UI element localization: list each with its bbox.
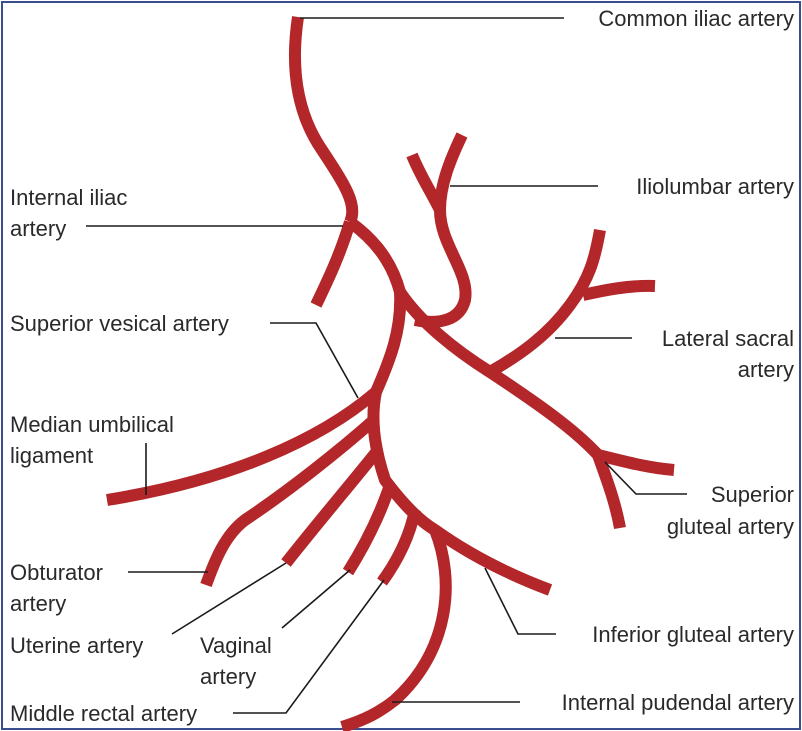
- lateral-sacral-branch-vessel: [583, 286, 655, 295]
- iliolumbar-branch-vessel: [412, 155, 440, 210]
- label-median-umbilical-line1: Median umbilical: [10, 412, 174, 437]
- label-internal-pudendal: Internal pudendal artery: [562, 690, 794, 715]
- common-iliac-vessel: [295, 17, 352, 222]
- label-iliolumbar: Iliolumbar artery: [636, 174, 794, 199]
- label-common-iliac: Common iliac artery: [598, 6, 794, 31]
- label-median-umbilical-line2: ligament: [10, 443, 93, 468]
- label-middle-rectal: Middle rectal artery: [10, 701, 197, 726]
- arteries: [107, 17, 674, 727]
- leader-superior-vesical: [270, 323, 358, 398]
- label-obturator-line1: Obturator: [10, 560, 103, 585]
- label-superior-gluteal-line1: Superior: [711, 482, 794, 507]
- label-uterine: Uterine artery: [10, 633, 143, 658]
- vaginal-vessel: [348, 485, 390, 572]
- labels: Common iliac artery Iliolumbar artery In…: [10, 6, 794, 726]
- label-vaginal-line1: Vaginal: [200, 633, 272, 658]
- label-lateral-sacral-line2: artery: [738, 357, 794, 382]
- iliolumbar-vessel: [415, 135, 466, 322]
- internal-iliac-stub-vessel: [316, 222, 350, 305]
- label-obturator-line2: artery: [10, 591, 66, 616]
- label-vaginal-line2: artery: [200, 664, 256, 689]
- superior-gluteal-vessel: [598, 455, 674, 470]
- label-superior-vesical: Superior vesical artery: [10, 311, 229, 336]
- middle-rectal-vessel: [382, 510, 415, 582]
- label-internal-iliac-line1: Internal iliac: [10, 185, 127, 210]
- label-internal-iliac-line2: artery: [10, 216, 66, 241]
- leader-vaginal: [282, 570, 350, 628]
- internal-iliac-trunk-vessel: [350, 222, 400, 292]
- label-inferior-gluteal: Inferior gluteal artery: [592, 622, 794, 647]
- leader-uterine: [172, 563, 286, 634]
- lateral-sacral-vessel: [490, 230, 600, 372]
- label-superior-gluteal-line2: gluteal artery: [667, 514, 794, 539]
- label-lateral-sacral-line1: Lateral sacral: [662, 326, 794, 351]
